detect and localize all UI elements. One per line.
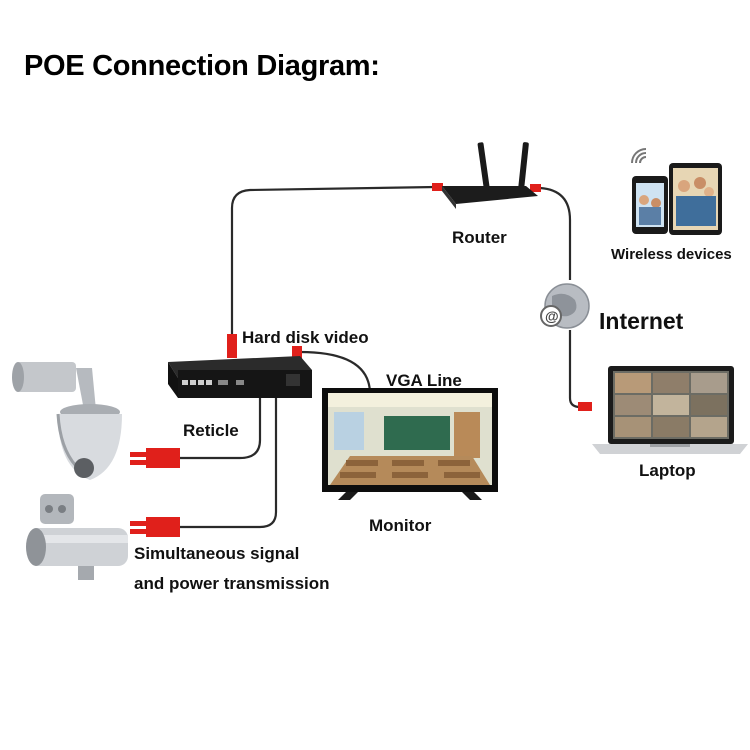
- cable-reticle: [180, 392, 262, 460]
- cable-router-to-nvr: [230, 185, 437, 340]
- laptop-label: Laptop: [639, 461, 696, 480]
- cable-router-to-laptop: [539, 186, 572, 280]
- hard-disk-video-label: Hard disk video: [242, 328, 369, 347]
- router-label: Router: [452, 228, 507, 247]
- wireless-devices-label: Wireless devices: [611, 246, 732, 263]
- cable-vga: [299, 350, 372, 395]
- phone-icon: [632, 176, 668, 234]
- connector-hdd: [227, 334, 237, 358]
- diagram-title: POE Connection Diagram:: [24, 50, 380, 82]
- cables: [180, 185, 581, 529]
- cable-internet-to-laptop: [568, 330, 581, 409]
- bullet-camera-icon: [26, 494, 128, 580]
- connector-reticle: [130, 448, 180, 468]
- vga-line-label: VGA Line: [386, 371, 462, 390]
- simultaneous-signal-label: Simultaneous signal: [134, 544, 300, 563]
- reticle-label: Reticle: [183, 421, 239, 440]
- nvr-icon: [168, 356, 312, 398]
- laptop-icon: [592, 366, 748, 454]
- globe-icon: @: [540, 283, 590, 329]
- svg-text:@: @: [545, 308, 559, 324]
- router-icon: [442, 142, 538, 209]
- ptz-camera-icon: [12, 362, 122, 480]
- connector-poe: [130, 517, 180, 537]
- connector-router-left: [432, 183, 443, 191]
- power-transmission-label: and power transmission: [134, 574, 330, 593]
- connector-router-right: [530, 184, 541, 192]
- connector-laptop: [578, 402, 592, 411]
- monitor-icon: [322, 388, 498, 500]
- cable-poe: [180, 392, 278, 529]
- connector-vga-nvr: [292, 346, 302, 360]
- internet-label: Internet: [599, 308, 684, 334]
- tablet-icon: [669, 163, 722, 235]
- monitor-label: Monitor: [369, 516, 432, 535]
- wifi-icon: [631, 148, 647, 164]
